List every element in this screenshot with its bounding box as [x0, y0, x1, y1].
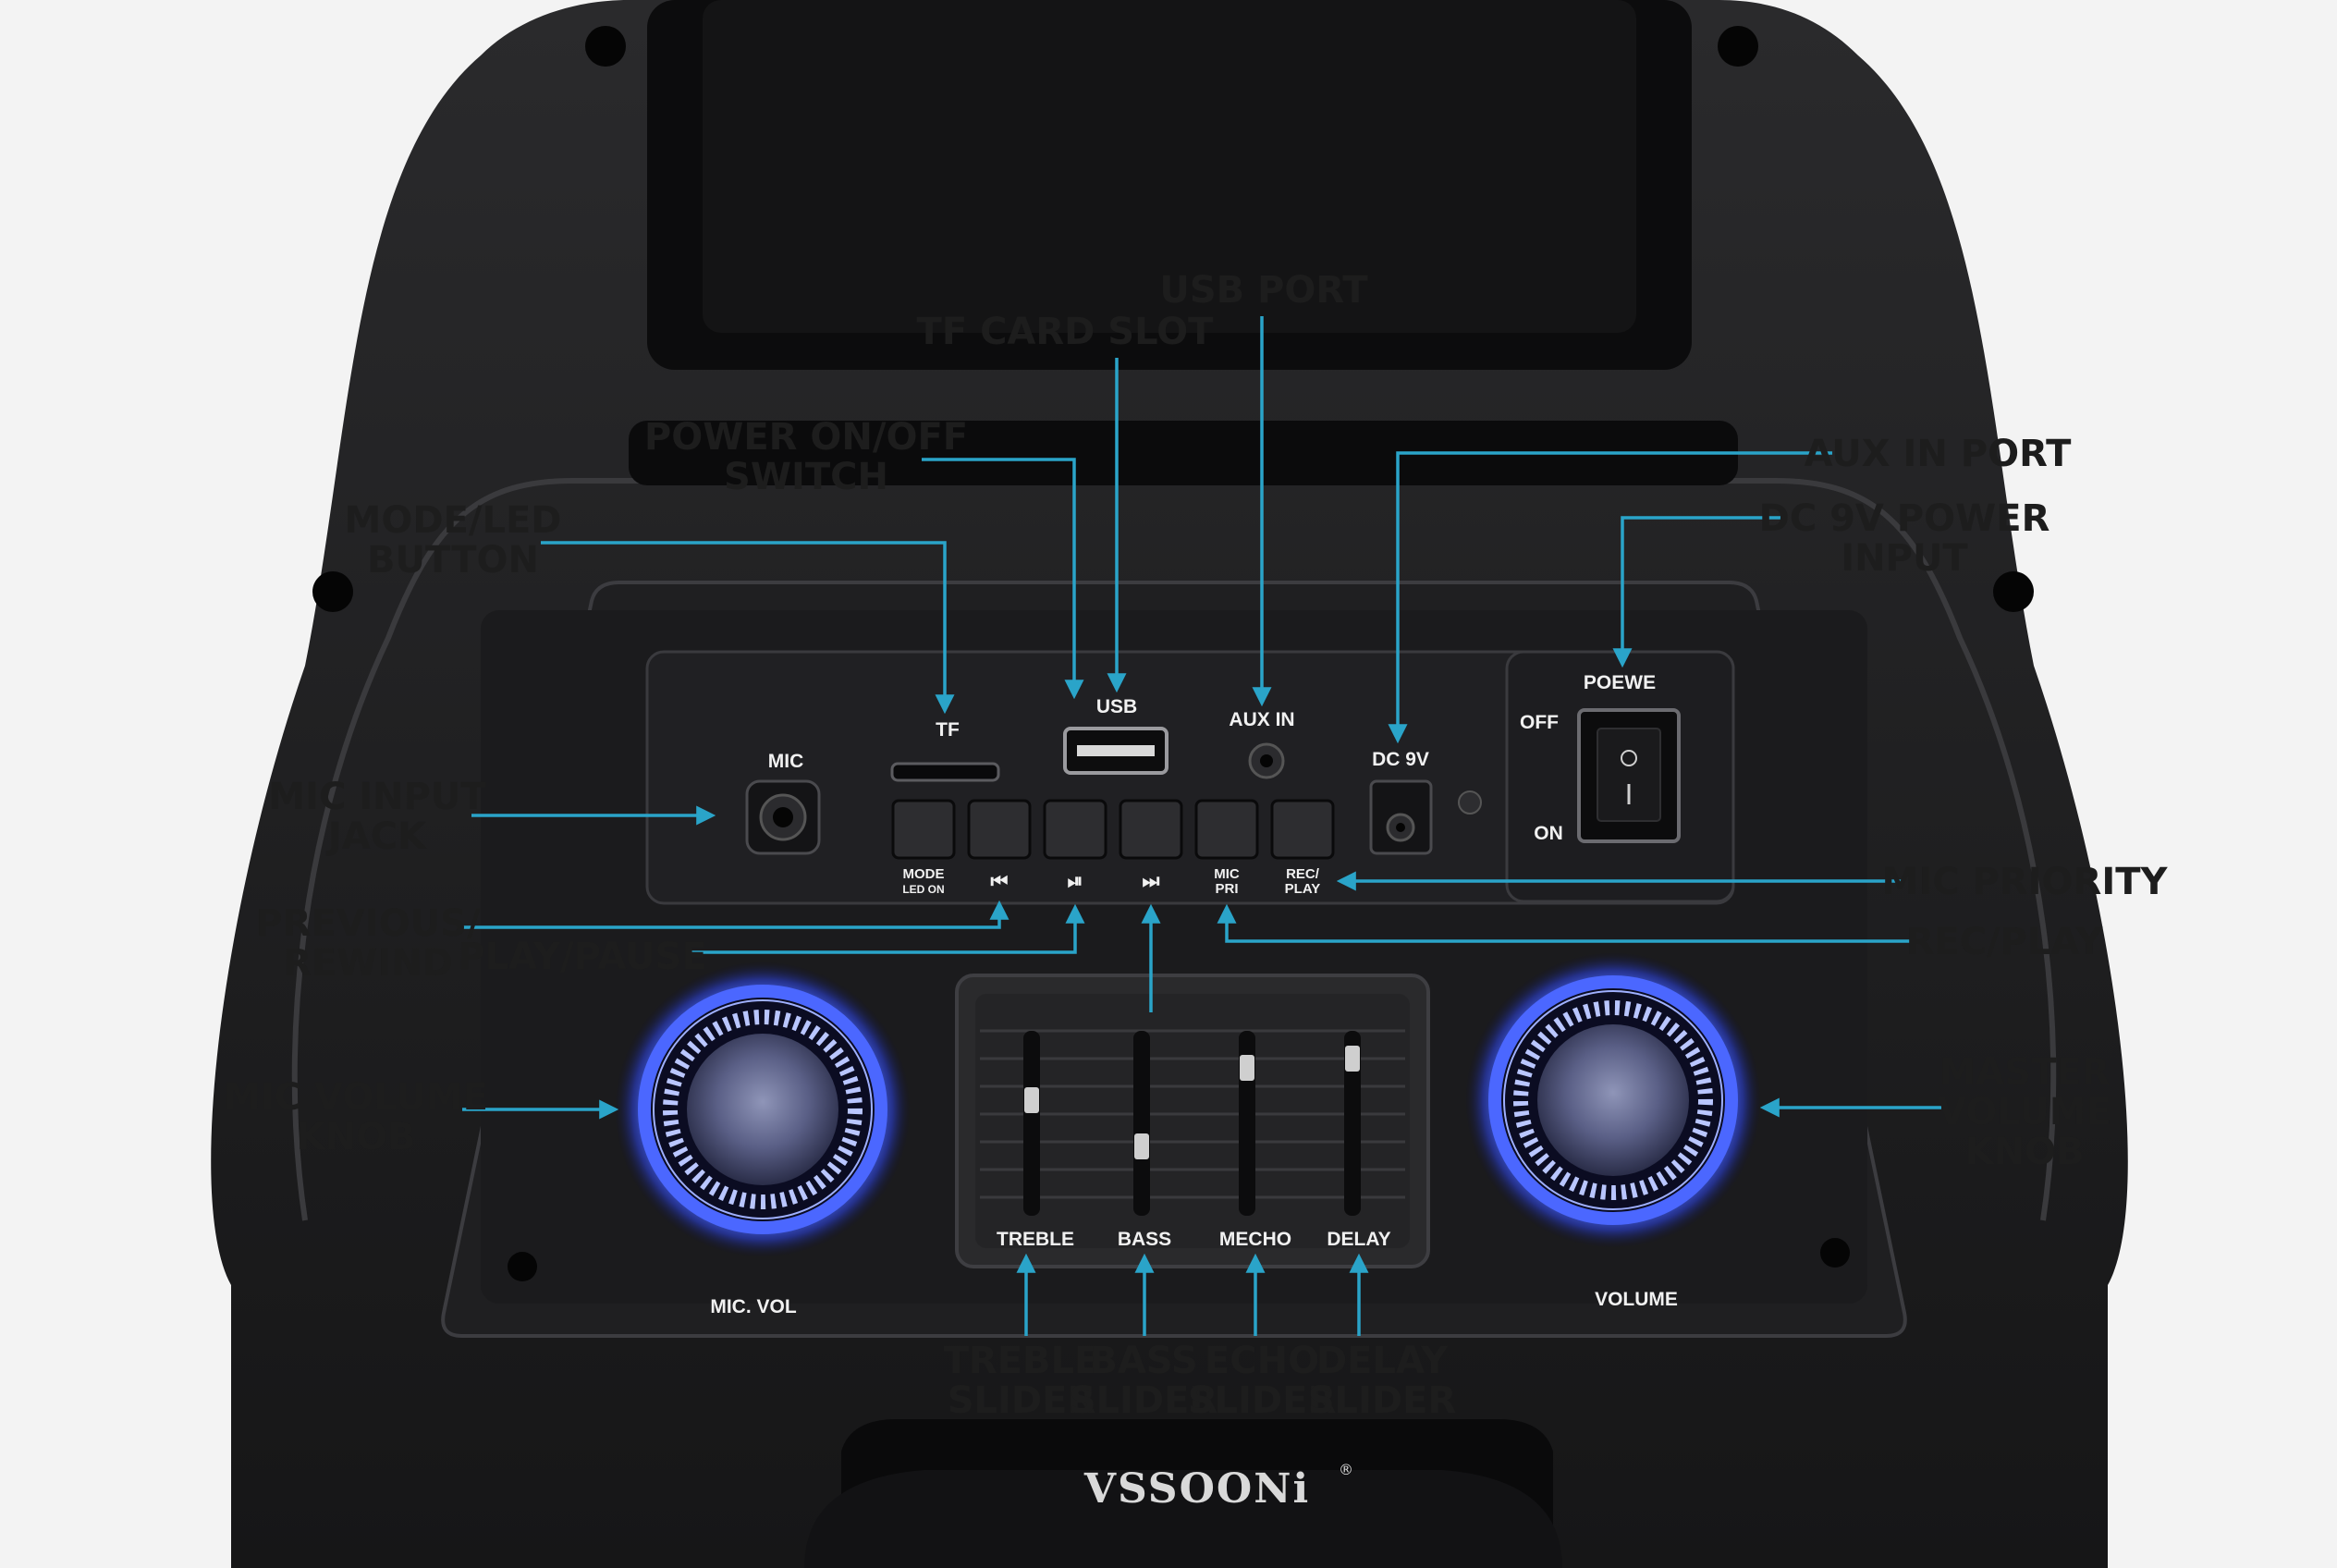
mic-label: MIC — [768, 751, 804, 772]
mic-pri-button[interactable] — [1194, 799, 1259, 860]
slider-hatching — [980, 1029, 1405, 1199]
rec-play-label-2: PLAY — [1285, 881, 1321, 897]
power-switch-callout-1: POWER ON/OFF — [644, 416, 968, 459]
bass-slider-callout-1: BASS — [1089, 1340, 1197, 1382]
bass-label: BASS — [1118, 1229, 1171, 1250]
dc-9v-jack[interactable] — [1369, 779, 1433, 855]
mic-volume-knob-callout-1: MIC VOLUME — [224, 1076, 488, 1119]
led-on-label: LED ON — [902, 883, 944, 896]
volume-label: VOLUME — [1595, 1289, 1678, 1310]
treble-label: TREBLE — [997, 1229, 1074, 1250]
usb-label: USB — [1096, 696, 1137, 717]
previous-button[interactable] — [967, 799, 1032, 860]
previous-callout-1: PREVIOUS/ — [255, 902, 481, 945]
on-label: ON — [1534, 823, 1563, 844]
mic-volume-knob[interactable] — [615, 962, 911, 1257]
treble-slider-callout-2: SLIDER — [948, 1379, 1096, 1422]
usb-port[interactable] — [1063, 727, 1168, 775]
mic-input-jack-callout-1: MIC INPUT — [268, 776, 486, 818]
bass-slider[interactable] — [1133, 1031, 1150, 1216]
dc-power-callout-2: INPUT — [1841, 537, 1968, 580]
mode-label: MODE — [903, 866, 945, 882]
play-pause-icon: ⏯ — [1068, 870, 1083, 892]
play-pause-callout: PLAY/PAUSE — [458, 936, 707, 978]
master-volume-callout-2: VOLUME — [1938, 1091, 2111, 1133]
screw-hole — [1718, 26, 1758, 67]
previous-icon: ⏮ — [991, 870, 1009, 892]
next-button[interactable] — [1119, 799, 1183, 860]
screw-hole — [1993, 571, 2034, 612]
brand-logo: VSSOONi — [1083, 1465, 1310, 1513]
mode-led-callout-2: BUTTON — [367, 539, 539, 582]
screw-hole — [312, 571, 353, 612]
delay-slider[interactable] — [1344, 1031, 1361, 1216]
mic-input-jack-callout-2: JACK — [325, 815, 428, 858]
previous-callout-2: REWIND — [283, 942, 453, 985]
treble-slider-callout-1: TREBLE — [944, 1340, 1100, 1382]
echo-slider-callout-1: ECHO — [1205, 1340, 1319, 1382]
dc-9v-label: DC 9V — [1372, 749, 1429, 770]
rec-play-button[interactable] — [1270, 799, 1335, 860]
delay-slider-callout-2: SLIDER — [1308, 1379, 1457, 1422]
power-switch-callout-2: SWITCH — [724, 456, 888, 498]
master-volume-callout-3: KNOB — [1965, 1131, 2085, 1173]
screw-hole — [1820, 1238, 1850, 1268]
master-volume-knob[interactable] — [1465, 952, 1761, 1248]
bass-slider-callout-2: SLIDER — [1070, 1379, 1218, 1422]
mecho-label: MECHO — [1219, 1229, 1291, 1250]
echo-slider[interactable] — [1239, 1031, 1255, 1216]
handle-slot — [629, 421, 1738, 485]
registered-mark: ® — [1339, 1461, 1353, 1478]
mic-pri-label-1: MIC — [1214, 866, 1240, 882]
aux-in-jack[interactable] — [1248, 742, 1285, 779]
screw-hole — [508, 1252, 537, 1281]
mic-priority-callout: MIC PRIORITY — [1882, 861, 2169, 903]
tf-card-slot-callout: TF CARD SLOT — [917, 311, 1215, 353]
power-rocker-switch[interactable] — [1577, 708, 1681, 843]
delay-label: DELAY — [1327, 1229, 1390, 1250]
echo-slider-callout-2: SLIDER — [1188, 1379, 1337, 1422]
rec-play-label-1: REC/ — [1286, 866, 1320, 882]
treble-slider[interactable] — [1023, 1031, 1040, 1216]
poewe-label: POEWE — [1584, 672, 1656, 693]
delay-slider-callout-1: DELAY — [1316, 1340, 1449, 1382]
rec-play-callout: REC/PLAY — [1906, 921, 2104, 963]
mode-led-button[interactable] — [891, 799, 956, 860]
mic-volume-knob-callout-2: KNOB — [297, 1116, 416, 1158]
next-icon: ⏭ — [1143, 870, 1160, 892]
usb-port-callout: USB PORT — [1159, 269, 1368, 312]
tf-label: TF — [936, 719, 960, 741]
dc-power-callout-1: DC 9V POWER — [1759, 497, 2050, 540]
off-label: OFF — [1520, 712, 1559, 733]
aux-in-port-callout: AUX IN PORT — [1805, 433, 2073, 475]
master-volume-callout-1: MASTER — [1939, 1051, 2111, 1094]
screw-icon — [1458, 790, 1482, 815]
tf-card-slot[interactable] — [890, 762, 1000, 782]
leader-lines — [462, 316, 1941, 1336]
play-pause-button[interactable] — [1043, 799, 1107, 860]
mic-jack[interactable] — [745, 779, 821, 855]
mode-led-callout-1: MODE/LED — [345, 499, 562, 542]
screw-hole — [585, 26, 626, 67]
aux-in-label: AUX IN — [1229, 709, 1294, 730]
mic-vol-label: MIC. VOL — [710, 1296, 797, 1317]
button-row — [891, 799, 1335, 860]
mic-pri-label-2: PRI — [1215, 881, 1238, 897]
